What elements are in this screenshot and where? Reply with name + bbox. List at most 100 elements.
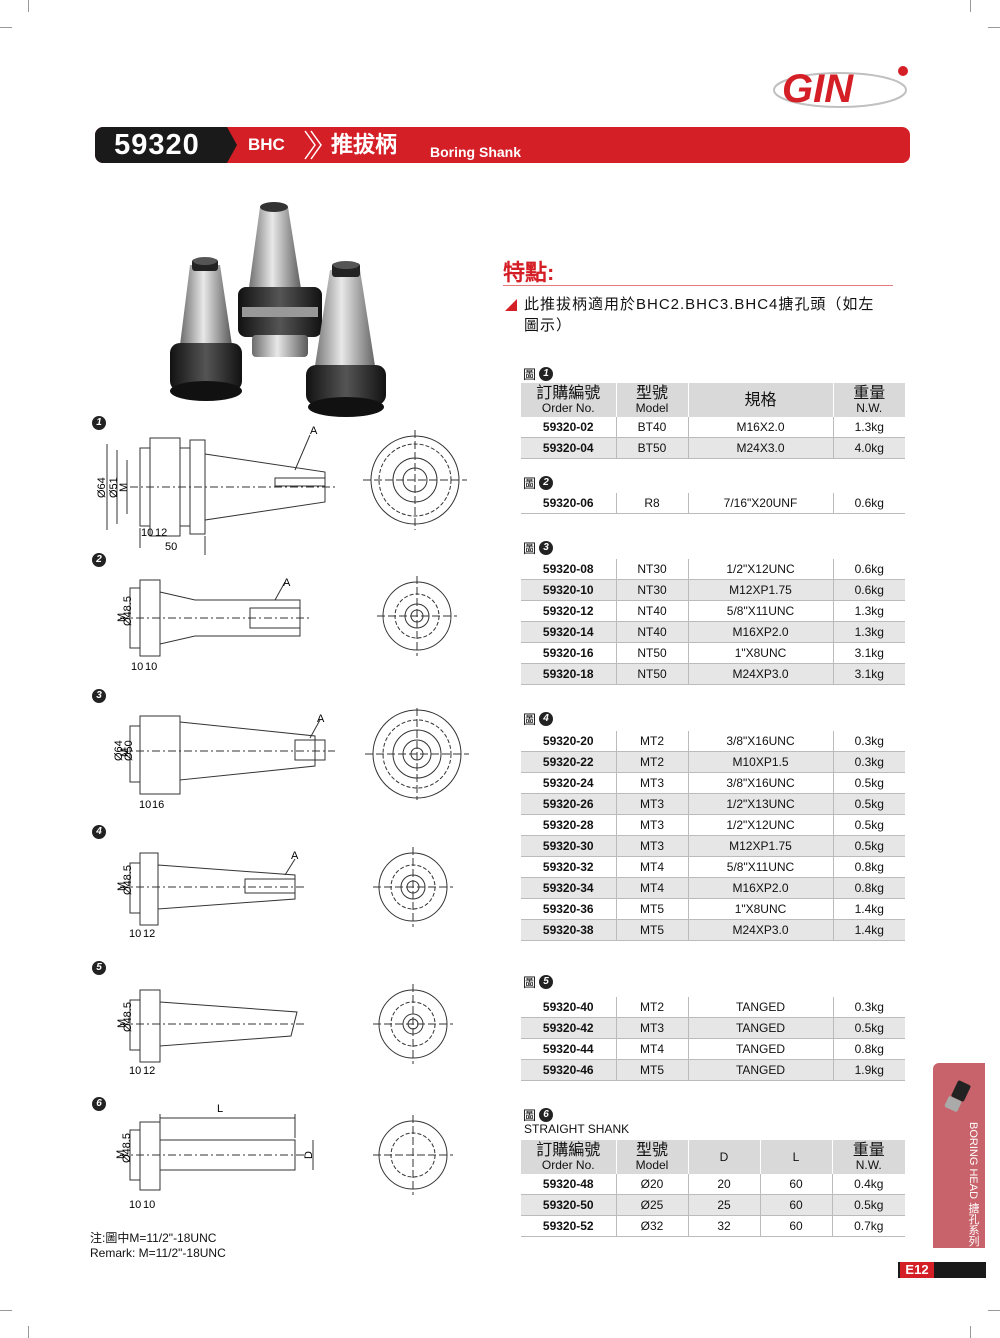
- group-label-6: 圖 6: [523, 1105, 554, 1124]
- page-number: E12: [900, 1262, 934, 1278]
- dim-w2: 12: [143, 928, 155, 940]
- dim-d50: Ø50: [123, 740, 135, 761]
- dim-d64: Ø64: [96, 477, 108, 498]
- table-cell: MT5: [615, 898, 688, 920]
- header-d: D: [687, 1140, 760, 1174]
- table-cell: 0.3kg: [832, 997, 905, 1018]
- order-number-cell: 59320-32: [521, 856, 616, 878]
- table-cell: 1"X8UNC: [687, 898, 833, 920]
- drawing-5: Ø48.5 M 10 12: [116, 984, 453, 1077]
- drawing-3: Ø64 Ø50 M 10 16 A: [113, 708, 469, 811]
- order-number-cell: 59320-24: [521, 772, 616, 794]
- dim-d: Ø48.5: [122, 1002, 134, 1032]
- group-label-4: 圖 4: [523, 709, 554, 728]
- drawing-number: 3: [92, 689, 106, 703]
- crop-mark: [988, 1310, 1000, 1311]
- table-cell: M24X3.0: [687, 437, 833, 459]
- table-cell: 3.1kg: [832, 642, 905, 664]
- chevron-icon: [215, 127, 322, 163]
- table-cell: 0.8kg: [832, 1038, 905, 1060]
- header-code-box: [95, 127, 225, 163]
- table-cell: MT3: [615, 793, 688, 815]
- table-cell: MT4: [615, 877, 688, 899]
- features-title: 特點:: [503, 260, 555, 285]
- drawing-number: 1: [92, 416, 106, 430]
- dim-w2: 12: [143, 1065, 155, 1077]
- table-cell: 0.5kg: [832, 814, 905, 836]
- dim-w1: 10: [129, 1199, 141, 1211]
- table-cell: MT2: [615, 997, 688, 1018]
- crop-mark: [970, 0, 971, 12]
- table-cell: 1.3kg: [832, 621, 905, 643]
- table-cell: M12XP1.75: [687, 579, 833, 601]
- table-cell: 1/2"X13UNC: [687, 793, 833, 815]
- group-label-3: 圖 3: [523, 538, 554, 557]
- table-cell: 1.3kg: [832, 417, 905, 438]
- table-cell: M12XP1.75: [687, 835, 833, 857]
- label-a: A: [310, 425, 318, 437]
- boring-head-icon: [944, 1080, 971, 1112]
- dim-w2: 10: [143, 1199, 155, 1211]
- table-cell: 60: [759, 1215, 832, 1237]
- order-number-cell: 59320-16: [521, 642, 616, 664]
- table-cell: Ø32: [615, 1215, 688, 1237]
- order-number-cell: 59320-08: [521, 559, 616, 580]
- table-cell: 0.6kg: [832, 579, 905, 601]
- series-label: BHC: [248, 135, 285, 154]
- order-number-cell: 59320-06: [521, 493, 616, 514]
- table-cell: 0.4kg: [831, 1174, 905, 1195]
- table-cell: TANGED: [687, 997, 833, 1018]
- table-cell: 5/8"X11UNC: [687, 856, 833, 878]
- fig-prefix: 圖: [523, 367, 537, 382]
- side-tab-en: BORING HEAD: [967, 1122, 979, 1200]
- table-cell: 1/2"X12UNC: [687, 559, 833, 580]
- product-photo: [170, 202, 386, 417]
- label-a: A: [317, 713, 325, 725]
- group-label-5: 圖 5: [523, 972, 554, 991]
- dim-d: Ø48.5: [122, 596, 134, 626]
- table-cell: M16XP2.0: [687, 877, 833, 899]
- order-number-cell: 59320-14: [521, 621, 616, 643]
- title-zh: 推拔柄: [331, 132, 398, 157]
- table-cell: TANGED: [687, 1038, 833, 1060]
- group-label-1: 圖 1: [523, 364, 554, 383]
- order-number-cell: 59320-18: [521, 663, 616, 685]
- table-cell: 3/8"X16UNC: [687, 772, 833, 794]
- dim-dlab: D: [303, 1151, 315, 1159]
- table-cell: 0.3kg: [832, 731, 905, 752]
- order-number-cell: 59320-36: [521, 898, 616, 920]
- table-cell: BT50: [615, 437, 688, 459]
- table-cell: 20: [687, 1174, 760, 1195]
- table-cell: NT40: [615, 600, 688, 622]
- dim-w1: 10: [129, 928, 141, 940]
- dim-d: Ø48.5: [122, 865, 134, 895]
- crop-mark: [988, 27, 1000, 28]
- table-cell: 7/16"X20UNF: [687, 493, 833, 514]
- table-cell: 1"X8UNC: [687, 642, 833, 664]
- dim-m: M: [118, 483, 130, 492]
- order-number-cell: 59320-10: [521, 579, 616, 601]
- table-cell: 0.5kg: [832, 772, 905, 794]
- table-cell: 0.5kg: [832, 835, 905, 857]
- table-cell: 60: [759, 1174, 832, 1195]
- table-cell: M24XP3.0: [687, 663, 833, 685]
- table-cell: NT30: [615, 579, 688, 601]
- drawing-number: 2: [92, 553, 106, 567]
- table-cell: 1.4kg: [832, 919, 905, 941]
- table-cell: MT3: [615, 772, 688, 794]
